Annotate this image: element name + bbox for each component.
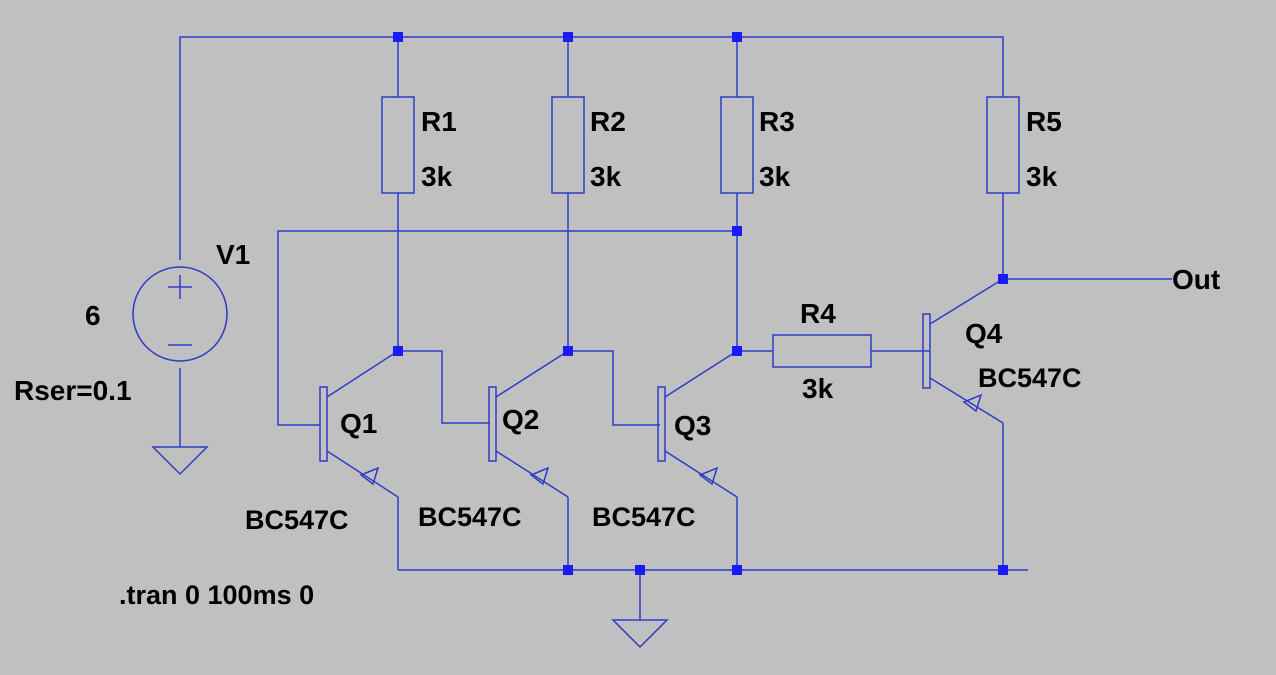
q3-name-label: Q3 [674,410,711,441]
q3-model-label: BC547C [592,502,696,532]
q4-model-label: BC547C [978,363,1082,393]
q1-model-label: BC547C [245,505,349,535]
r1-name-label: R1 [421,106,457,137]
junctions [393,32,1008,575]
transistor-q1 [319,350,399,498]
v1-value-label: 6 [85,300,101,331]
resistor-r5 [986,96,1020,194]
v1-name-label: V1 [216,239,250,270]
voltage-source-v1 [132,266,228,362]
r2-name-label: R2 [590,106,626,137]
r1-value-label: 3k [421,161,453,192]
r5-name-label: R5 [1026,106,1062,137]
ground-symbol-v1 [151,446,209,476]
resistor-r3 [720,96,754,194]
q2-model-label: BC547C [418,502,522,532]
r4-name-label: R4 [800,298,836,329]
wires [179,36,1172,620]
r4-value-label: 3k [802,373,834,404]
v1-param-label: Rser=0.1 [14,375,132,406]
resistor-r2 [551,96,585,194]
transistor-q2 [488,350,569,498]
resistor-r1 [381,96,415,194]
q1-name-label: Q1 [340,408,377,439]
q4-name-label: Q4 [965,318,1003,349]
r3-value-label: 3k [759,161,791,192]
r3-name-label: R3 [759,106,795,137]
resistor-r4 [772,334,872,368]
r5-value-label: 3k [1026,161,1058,192]
out-net-label: Out [1172,264,1220,295]
r2-value-label: 3k [590,161,622,192]
spice-directive: .tran 0 100ms 0 [119,580,314,610]
transistor-q4 [922,278,1004,424]
ground-symbol-main [611,619,669,649]
q2-name-label: Q2 [502,404,539,435]
transistor-q3 [657,350,738,498]
